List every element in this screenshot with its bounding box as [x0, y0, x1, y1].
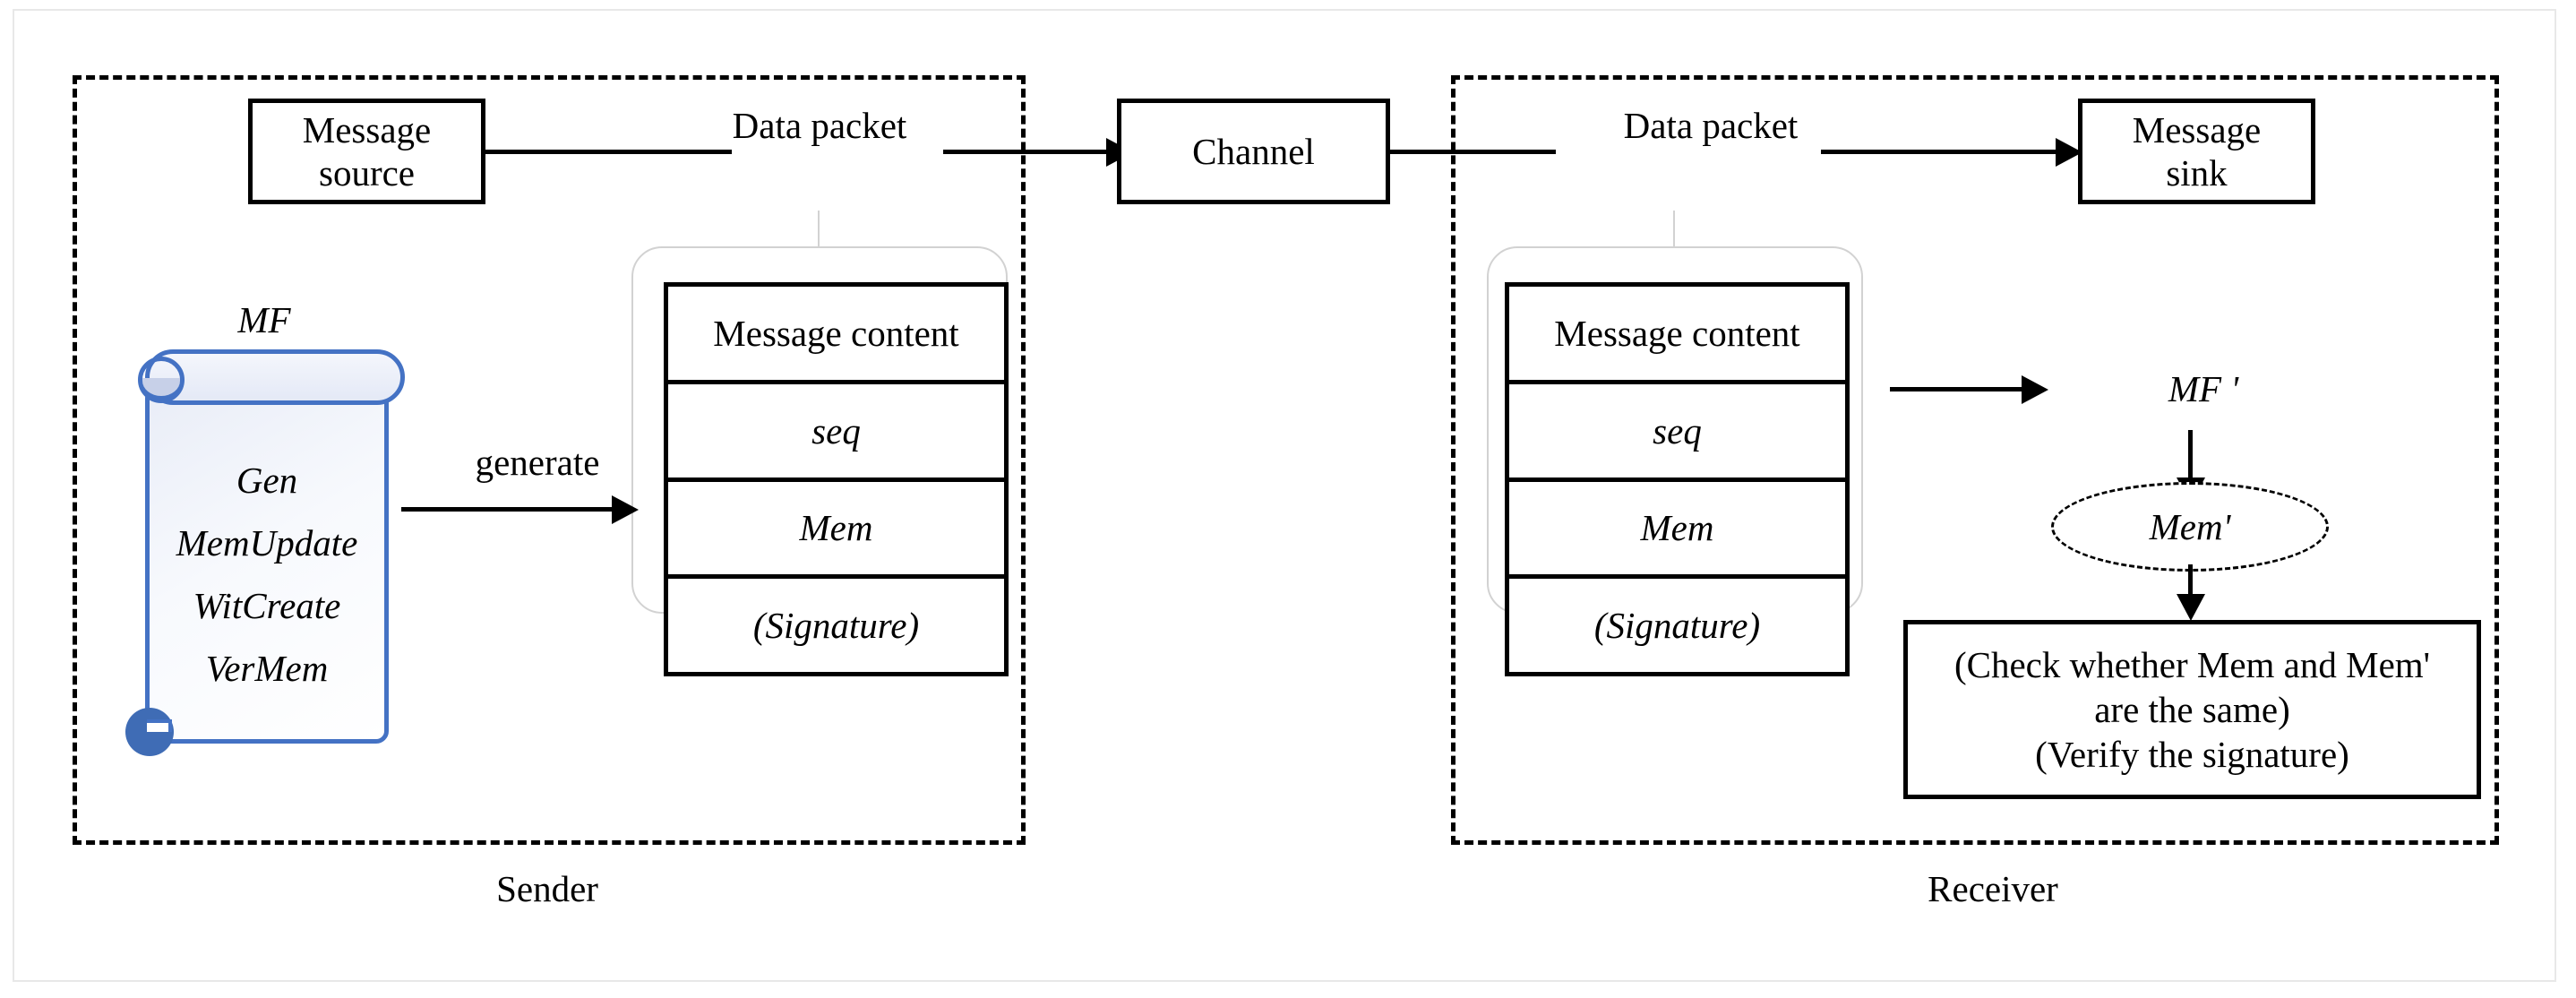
- memprime-to-verify-line: [2188, 564, 2193, 600]
- receiver-packet-table: Message content seq Mem (Signature): [1505, 282, 1850, 676]
- channel-box: Channel: [1117, 99, 1390, 204]
- receiver-data-packet-line1: Data: [1623, 105, 1694, 146]
- message-sink-line2: sink: [2166, 152, 2228, 194]
- sender-packet-row-2: Mem: [668, 482, 1004, 580]
- mf-scroll: Gen MemUpdate WitCreate VerMem: [125, 349, 421, 770]
- mf-scroll-top-curl-icon: [138, 357, 185, 403]
- mf-scroll-bottom-curl-icon: [125, 708, 174, 756]
- channel-label: Channel: [1192, 130, 1315, 172]
- packet-to-channel-line: [943, 150, 1109, 154]
- message-source-line1: Message: [302, 108, 432, 151]
- message-source-line2: source: [318, 152, 415, 194]
- receiver-packet-row-0: Message content: [1509, 287, 1845, 384]
- sender-data-packet-label: Data packet: [730, 104, 909, 147]
- receiver-callout-stem: [1673, 211, 1675, 248]
- sender-packet-row-3: (Signature): [752, 605, 920, 647]
- sender-packet-row-0: Message content: [668, 287, 1004, 384]
- mf-algorithm-3: VerMem: [205, 648, 329, 689]
- sender-data-packet-line1: Data: [732, 105, 803, 146]
- verify-line-0: (Check whether Mem and Mem': [1953, 643, 2431, 685]
- mf-scroll-body: [145, 385, 389, 744]
- message-source-box: Message source: [248, 99, 485, 204]
- channel-to-packet-line: [1390, 150, 1556, 154]
- mf-prime-label: MF ': [2168, 368, 2239, 409]
- receiver-data-packet-label: Data packet: [1621, 104, 1800, 147]
- sender-boundary: [73, 75, 1026, 845]
- receiver-packet-row-3: (Signature): [1593, 605, 1761, 647]
- verification-box: (Check whether Mem and Mem' are the same…: [1903, 620, 2481, 799]
- mf-scroll-bottom-curl-notch: [147, 719, 172, 732]
- packet-to-mfprime-line: [1890, 387, 2024, 391]
- sender-boundary-label: Sender: [496, 868, 598, 909]
- generate-arrowhead: [612, 495, 639, 524]
- mem-prime-ellipse: Mem': [2051, 482, 2329, 572]
- message-sink-box: Message sink: [2078, 99, 2315, 204]
- generate-label: generate: [475, 442, 600, 483]
- packet-to-mfprime-arrowhead: [2022, 375, 2048, 404]
- receiver-packet-row-2: Mem: [1509, 482, 1845, 580]
- memprime-to-verify-arrowhead: [2177, 594, 2205, 621]
- mf-scroll-algorithm-list: Gen MemUpdate WitCreate VerMem: [145, 405, 389, 744]
- receiver-data-packet-line2: packet: [1702, 105, 1799, 146]
- sender-packet-row-1: seq: [668, 384, 1004, 482]
- sender-packet-table: Message content seq Mem (Signature): [664, 282, 1009, 676]
- mf-algorithm-2: WitCreate: [193, 585, 341, 626]
- mem-prime-label: Mem': [2149, 506, 2231, 547]
- mf-algorithm-0: Gen: [236, 460, 298, 501]
- sender-data-packet-line2: packet: [811, 105, 907, 146]
- verify-line-2: (Verify the signature): [2035, 734, 2349, 775]
- source-to-packet-line: [485, 150, 732, 154]
- receiver-boundary-label: Receiver: [1928, 868, 2058, 909]
- mf-algorithm-1: MemUpdate: [176, 522, 358, 564]
- generate-arrow-line: [401, 507, 616, 512]
- sender-callout-stem: [818, 211, 820, 248]
- packet-to-sink-line: [1821, 150, 2058, 154]
- mf-label: MF: [237, 299, 291, 340]
- page-frame: [13, 9, 2556, 982]
- message-sink-line1: Message: [2132, 108, 2262, 151]
- receiver-boundary: [1451, 75, 2499, 845]
- receiver-packet-row-1: seq: [1509, 384, 1845, 482]
- verify-line-1: are the same): [2094, 688, 2290, 730]
- mfprime-to-memprime-line: [2188, 430, 2193, 486]
